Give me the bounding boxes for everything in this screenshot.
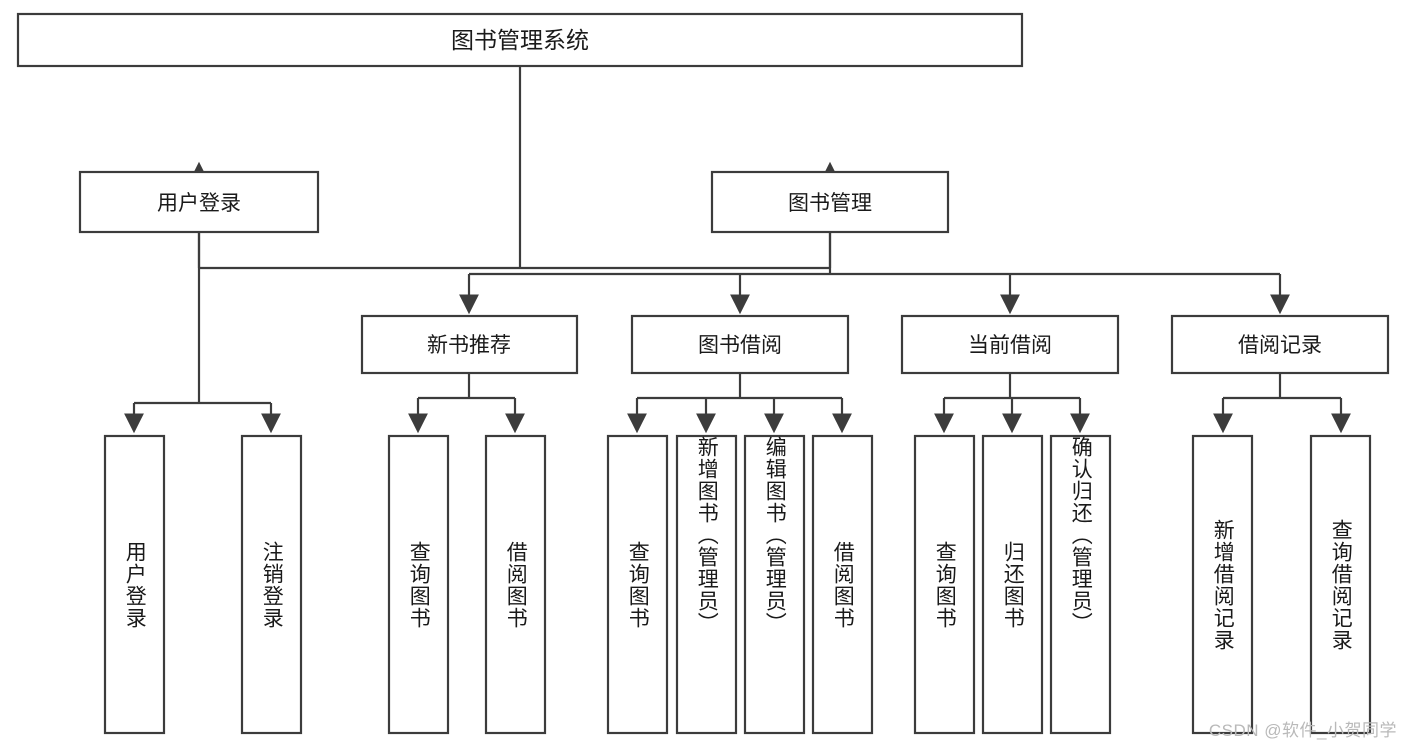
leaf-box[interactable]	[981, 434, 1044, 735]
node-new-book-recommend-label: 新书推荐	[427, 334, 511, 357]
node-root-label: 图书管理系统	[451, 27, 589, 53]
node-user-login-label: 用户登录	[157, 192, 241, 215]
leaf-box[interactable]	[1191, 434, 1254, 735]
edges-root-to-level2	[189, 66, 840, 270]
leaf-box[interactable]	[1309, 434, 1372, 735]
leaf-box[interactable]	[743, 434, 806, 735]
leaf-box[interactable]	[103, 434, 166, 735]
edges-current-borrow-to-leaves	[934, 373, 1090, 434]
node-user-login[interactable]: 用户登录	[78, 170, 320, 234]
leaf-box[interactable]	[240, 434, 303, 735]
node-book-borrow[interactable]: 图书借阅	[630, 314, 850, 375]
leaf-boxes-book-borrow	[606, 434, 874, 735]
node-new-book-recommend[interactable]: 新书推荐	[360, 314, 579, 375]
node-book-manage-label: 图书管理	[788, 192, 872, 215]
leaf-box[interactable]	[387, 434, 450, 735]
edges-book-borrow-to-leaves	[627, 373, 852, 434]
leaf-box[interactable]	[484, 434, 547, 735]
edges-new-book-to-leaves	[408, 373, 525, 434]
node-book-manage[interactable]: 图书管理	[710, 170, 950, 234]
node-root[interactable]: 图书管理系统	[16, 12, 1024, 68]
edges-book-manage-to-level3	[459, 232, 1290, 315]
node-borrow-record[interactable]: 借阅记录	[1170, 314, 1390, 375]
watermark-text: CSDN @软件_小贺同学	[1208, 721, 1397, 740]
leaf-boxes-current-borrow	[913, 434, 1112, 735]
node-current-borrow[interactable]: 当前借阅	[900, 314, 1120, 375]
leaf-boxes-borrow-record	[1191, 434, 1372, 735]
edges-borrow-record-to-leaves	[1213, 373, 1351, 434]
edges-user-login-to-leaves	[124, 232, 281, 434]
leaf-box[interactable]	[606, 434, 669, 735]
node-borrow-record-label: 借阅记录	[1238, 334, 1322, 357]
leaf-box[interactable]	[811, 434, 874, 735]
leaf-boxes-user-login	[103, 434, 303, 735]
leaf-box[interactable]	[913, 434, 976, 735]
leaf-box[interactable]	[1049, 434, 1112, 735]
leaf-box[interactable]	[675, 434, 738, 735]
leaf-boxes-new-book-recommend	[387, 434, 547, 735]
node-current-borrow-label: 当前借阅	[968, 334, 1052, 357]
node-book-borrow-label: 图书借阅	[698, 334, 782, 357]
